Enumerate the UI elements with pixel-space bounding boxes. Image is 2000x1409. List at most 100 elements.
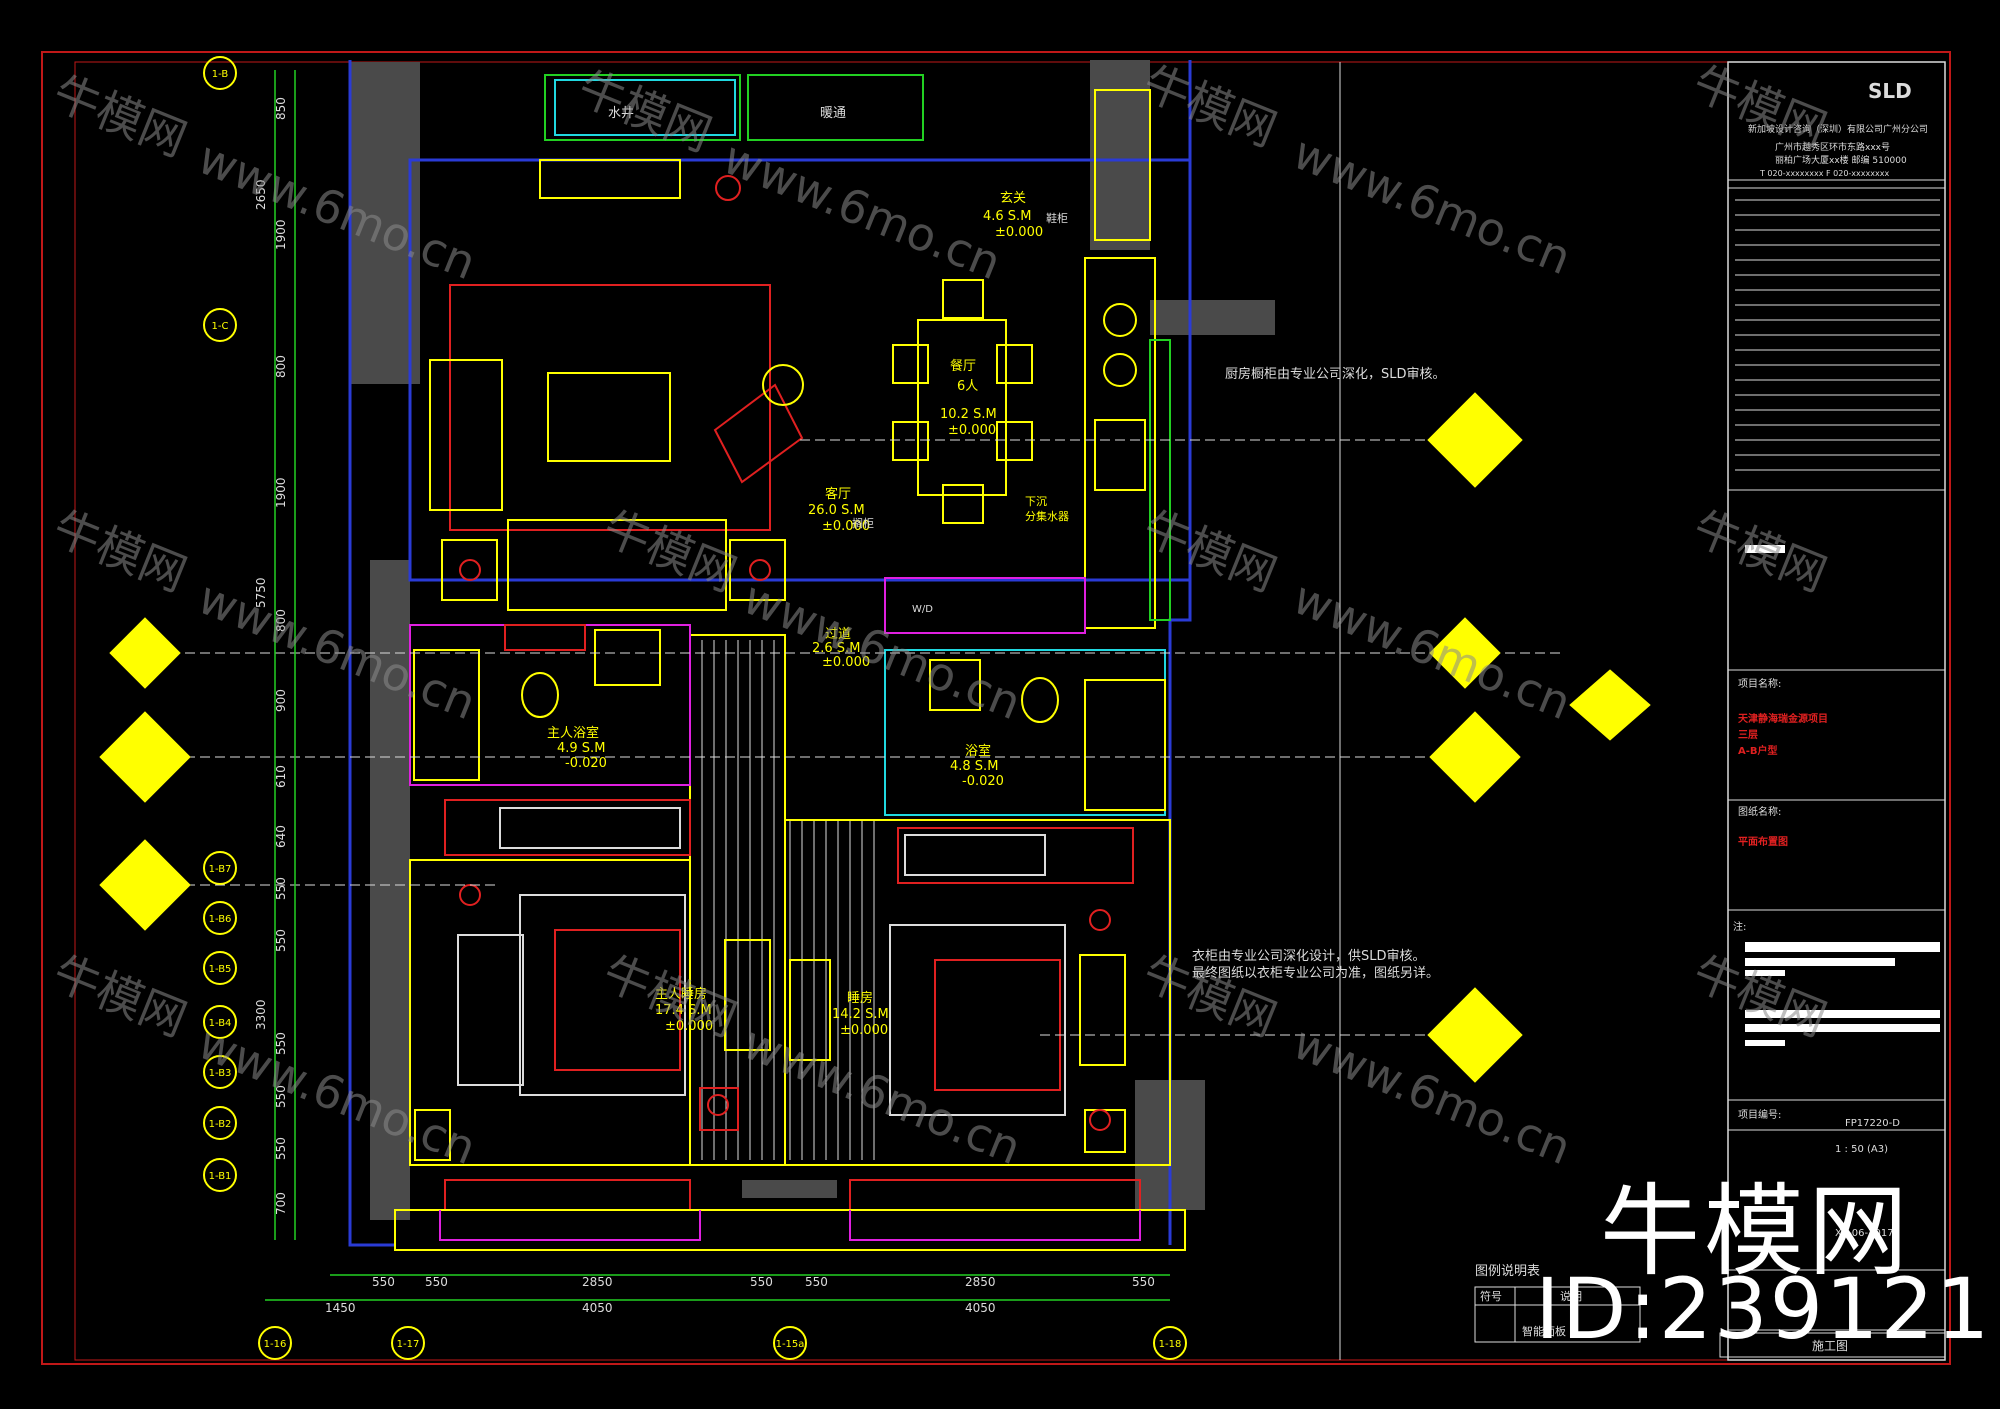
svg-text:W/D: W/D [912, 604, 933, 615]
label-corridor: 过道2.6 S.M±0.000 [812, 627, 870, 670]
svg-text:注:: 注: [1733, 920, 1746, 933]
elevation-markers [99, 392, 1651, 1083]
svg-text:衣柜由专业公司深化设计，供SLD审核。: 衣柜由专业公司深化设计，供SLD审核。 [1192, 948, 1426, 964]
svg-text:14.2 S.M: 14.2 S.M [832, 1007, 889, 1022]
svg-text:说明: 说明 [1560, 1289, 1582, 1303]
svg-text:T 020-xxxxxxxx F 020-xxxxxxxx: T 020-xxxxxxxx F 020-xxxxxxxx [1759, 169, 1889, 178]
corridor [689, 634, 875, 1166]
svg-text:2650: 2650 [254, 179, 268, 210]
wardrobes [444, 799, 1134, 884]
legend-text: 图例说明表 符号 说明 智能面板 [1475, 1264, 1582, 1338]
svg-text:图纸名称:: 图纸名称: [1738, 805, 1781, 818]
svg-text:水井: 水井 [608, 106, 634, 121]
second-bedroom [784, 819, 1171, 1166]
svg-text:2.6 S.M: 2.6 S.M [812, 641, 860, 656]
kitchen [884, 89, 1171, 634]
svg-text:1-B6: 1-B6 [209, 914, 232, 925]
reference-lines [140, 439, 1560, 1036]
svg-text:1450: 1450 [325, 1301, 356, 1315]
svg-text:1-B2: 1-B2 [209, 1119, 232, 1130]
svg-text:26.0 S.M: 26.0 S.M [808, 503, 865, 518]
svg-text:符号: 符号 [1480, 1290, 1502, 1303]
svg-text:三层: 三层 [1738, 729, 1758, 741]
walls [350, 60, 1275, 1220]
svg-text:2850: 2850 [965, 1275, 996, 1289]
svg-text:700: 700 [274, 1192, 288, 1215]
svg-text:±0.000: ±0.000 [822, 519, 870, 534]
svg-text:过道: 过道 [825, 627, 851, 642]
label-entry: 玄关4.6 S.M±0.000 [983, 191, 1043, 240]
svg-text:±0.000: ±0.000 [665, 1019, 713, 1034]
svg-text:1-B3: 1-B3 [209, 1068, 232, 1079]
svg-text:1-15a: 1-15a [776, 1339, 805, 1350]
svg-text:1900: 1900 [274, 477, 288, 508]
svg-text:550: 550 [274, 929, 288, 952]
svg-text:550: 550 [425, 1275, 448, 1289]
grid-bubbles [203, 56, 1187, 1360]
svg-text:1-B1: 1-B1 [209, 1171, 232, 1182]
svg-text:1 : 50 (A3): 1 : 50 (A3) [1835, 1144, 1888, 1155]
master-bedroom [409, 859, 771, 1166]
svg-text:睡房: 睡房 [847, 990, 873, 1006]
svg-text:鞋柜: 鞋柜 [1046, 211, 1068, 225]
svg-text:天津静海瑞金源项目: 天津静海瑞金源项目 [1738, 712, 1828, 725]
svg-text:610: 610 [274, 765, 288, 788]
svg-text:1-C: 1-C [212, 321, 229, 332]
svg-text:550: 550 [1132, 1275, 1155, 1289]
svg-text:550: 550 [274, 1137, 288, 1160]
svg-text:-0.020: -0.020 [962, 774, 1004, 789]
svg-text:550: 550 [372, 1275, 395, 1289]
svg-text:6人: 6人 [957, 379, 978, 394]
label-bath: 浴室4.8 S.M-0.020 [950, 743, 1004, 789]
svg-text:1-18: 1-18 [1159, 1339, 1182, 1350]
title-block-text: SLD 新加坡设计咨询（深圳）有限公司广州分公司 广州市越秀区环市东路xxx号 … [1733, 79, 1928, 1353]
grid-bubble-labels: 1-B 1-C 1-B7 1-B6 1-B5 1-B4 1-B3 1-B2 1-… [209, 69, 1182, 1350]
svg-text:智能面板: 智能面板 [1522, 1324, 1566, 1338]
building-outline [348, 60, 1192, 1247]
svg-text:玄关: 玄关 [1000, 191, 1026, 206]
svg-text:850: 850 [274, 97, 288, 120]
svg-text:搁柜: 搁柜 [852, 516, 874, 530]
title-block [1339, 61, 1946, 1361]
svg-text:餐厅: 餐厅 [950, 358, 976, 374]
brand-name: 牛模网 [1600, 1173, 1912, 1290]
svg-text:550: 550 [274, 1085, 288, 1108]
svg-text:厨房橱柜由专业公司深化，SLD审核。: 厨房橱柜由专业公司深化，SLD审核。 [1225, 366, 1446, 382]
fixture-labels: 水井 暖通 鞋柜 搁柜 下沉 分集水器 W/D 厨房橱柜由专业公司深化，SLD审… [608, 106, 1446, 981]
svg-text:项目名称:: 项目名称: [1738, 677, 1781, 690]
svg-text:1-B4: 1-B4 [209, 1018, 232, 1029]
left-dimension-labels: 850 2650 1900 800 1900 5750 800 900 610 … [254, 97, 288, 1215]
svg-text:4050: 4050 [582, 1301, 613, 1315]
living-room [429, 159, 804, 611]
svg-text:2850: 2850 [582, 1275, 613, 1289]
svg-text:施工图: 施工图 [1812, 1339, 1848, 1353]
svg-text:1900: 1900 [274, 219, 288, 250]
svg-text:平面布置图: 平面布置图 [1738, 835, 1788, 848]
svg-text:±0.000: ±0.000 [840, 1023, 888, 1038]
window-band [394, 1179, 1186, 1251]
svg-text:800: 800 [274, 609, 288, 632]
svg-text:1-B7: 1-B7 [209, 864, 232, 875]
svg-text:3300: 3300 [254, 999, 268, 1030]
svg-text:17.4 S.M: 17.4 S.M [655, 1003, 712, 1018]
svg-text:项目编号:: 项目编号: [1738, 1108, 1781, 1121]
svg-text:广州市越秀区环市东路xxx号: 广州市越秀区环市东路xxx号 [1775, 141, 1890, 153]
svg-text:4050: 4050 [965, 1301, 996, 1315]
svg-text:丽柏广场大厦xx楼 邮编 510000: 丽柏广场大厦xx楼 邮编 510000 [1775, 154, 1907, 166]
svg-text:分集水器: 分集水器 [1025, 509, 1069, 523]
brand-id: ID:239121 [1535, 1260, 1992, 1358]
legend-table [1474, 1286, 1946, 1358]
svg-text:5750: 5750 [254, 577, 268, 608]
svg-text:550: 550 [274, 1032, 288, 1055]
svg-text:1-B: 1-B [212, 69, 229, 80]
bottom-dimension-labels: 550 550 2850 550 550 2850 550 1450 4050 … [325, 1275, 1155, 1315]
dimension-lines [265, 70, 1170, 1301]
svg-text:550: 550 [805, 1275, 828, 1289]
